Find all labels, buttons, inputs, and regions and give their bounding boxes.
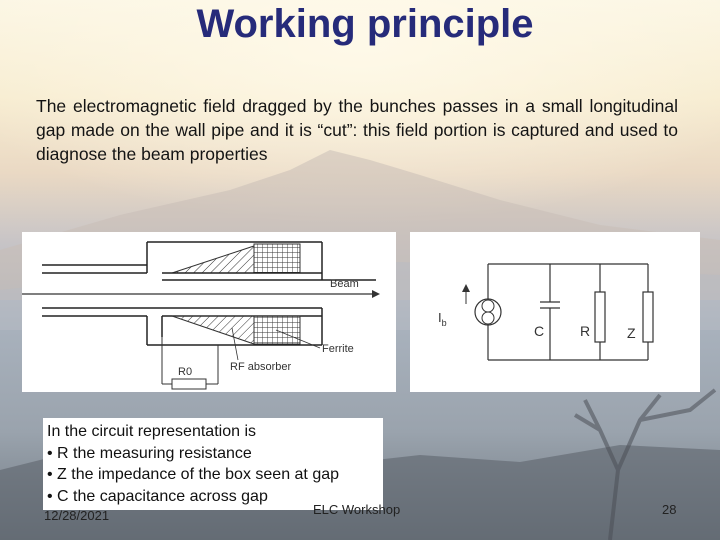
- circuit-diagram: Ib C R Z: [410, 232, 700, 392]
- footer-center-text: ELC Workshop: [313, 502, 401, 517]
- slide-body-text: The electromagnetic field dragged by the…: [36, 96, 678, 164]
- caption-box: In the circuit representation is • R the…: [43, 418, 383, 510]
- ferrite-label: Ferrite: [322, 343, 354, 355]
- caption-line: In the circuit representation is: [47, 423, 256, 440]
- beam-pipe-drawing: Beam R0 Ferrite RF absorber: [22, 241, 380, 390]
- r0-label: R0: [178, 366, 192, 378]
- caption-line: • R the measuring resistance: [47, 444, 252, 462]
- footer-date: 12/28/2021: [44, 508, 110, 523]
- slide-title: Working principle: [196, 2, 534, 46]
- page-number: 28: [662, 502, 677, 517]
- current-label: Ib: [438, 310, 447, 328]
- beam-label: Beam: [330, 278, 359, 290]
- caption-line: • Z the impedance of the box seen at gap: [47, 466, 340, 483]
- capacitor-label: C: [534, 323, 544, 339]
- beam-pipe-diagram: Beam R0 Ferrite RF absorber: [22, 232, 396, 392]
- resistor-label: R: [580, 323, 590, 339]
- caption-line: • C the capacitance across gap: [47, 487, 268, 505]
- impedance-label: Z: [627, 325, 636, 341]
- circuit-drawing: Ib C R Z: [438, 263, 654, 361]
- rf-absorber-label: RF absorber: [230, 361, 291, 373]
